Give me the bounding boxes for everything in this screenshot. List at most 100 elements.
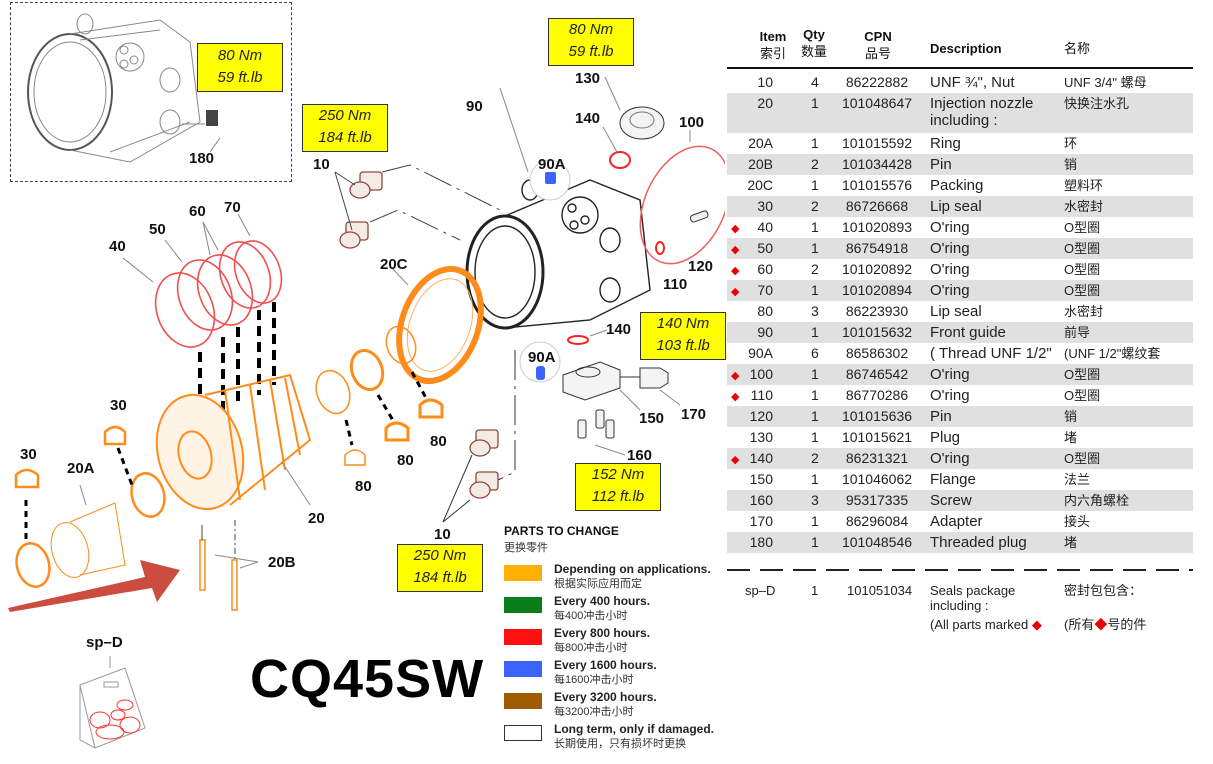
cell-item: 170 bbox=[749, 513, 773, 529]
callout-80-c: 80 bbox=[430, 433, 447, 450]
callout-130: 130 bbox=[575, 70, 601, 87]
callout-30-upper: 30 bbox=[110, 397, 127, 414]
callout-90a-top: 90A bbox=[538, 156, 566, 173]
cell-cpn: 101015636 bbox=[841, 408, 913, 424]
red-diamond-marker-icon: ◆ bbox=[731, 454, 740, 466]
cell-item: 90A bbox=[748, 345, 773, 361]
callout-sp-d: sp–D bbox=[86, 634, 123, 651]
red-diamond-marker-icon: ◆ bbox=[1094, 617, 1108, 632]
legend-title-cn: 更换零件 bbox=[504, 542, 548, 554]
cell-desc: Pin bbox=[930, 156, 952, 173]
torque-ftlb: 59 ft.lb bbox=[217, 69, 263, 86]
legend-label-cn: 每3200冲击小时 bbox=[554, 706, 634, 718]
legend-label: Long term, only if damaged. bbox=[554, 722, 715, 736]
legend-item: Every 800 hours.每800冲击小时 bbox=[504, 626, 734, 656]
cell-desc: O'ring bbox=[930, 219, 970, 236]
note-text: (All parts marked bbox=[930, 617, 1029, 632]
cell-cpn: 86746542 bbox=[845, 366, 909, 382]
legend-color-swatch bbox=[504, 661, 542, 677]
cell-item: 40 bbox=[757, 219, 773, 235]
torque-nm: 250 Nm bbox=[413, 547, 467, 564]
cell-item: 100 bbox=[749, 366, 773, 382]
cell-cn: O型圈 bbox=[1064, 367, 1101, 382]
cell-qty: 3 bbox=[811, 303, 819, 319]
nut-10-top bbox=[339, 171, 383, 249]
cell-desc: Screw bbox=[930, 492, 972, 509]
torque-nm: 152 Nm bbox=[591, 466, 645, 483]
cell-desc: Adapter bbox=[930, 513, 983, 530]
cell-desc: O'ring bbox=[930, 240, 970, 257]
callout-170: 170 bbox=[681, 406, 707, 423]
legend-color-swatch bbox=[504, 693, 542, 709]
legend-item: Depending on applications.根据实际应用而定 bbox=[504, 562, 734, 592]
parts-drawing bbox=[8, 76, 725, 749]
red-diamond-marker-icon: ◆ bbox=[731, 265, 740, 277]
red-diamond-marker-icon: ◆ bbox=[731, 244, 740, 256]
legend-label-cn: 每800冲击小时 bbox=[554, 642, 628, 654]
cell-item: 160 bbox=[749, 492, 773, 508]
cell-item: 30 bbox=[757, 198, 773, 214]
callout-80-a: 80 bbox=[355, 478, 372, 495]
torque-nm: 140 Nm bbox=[656, 315, 710, 332]
front-head-detail-drawing bbox=[27, 13, 221, 163]
cell-cn: 密封包包含： bbox=[1064, 583, 1143, 598]
cell-cpn: 86586302 bbox=[845, 345, 909, 361]
callout-90: 90 bbox=[466, 98, 483, 115]
header-cpn: CPN 品号 bbox=[848, 28, 908, 62]
legend-title: PARTS TO CHANGE bbox=[504, 524, 619, 538]
cell-cn: 销 bbox=[1064, 157, 1078, 172]
cell-cn: 塑料环 bbox=[1064, 178, 1104, 193]
torque-ftlb: 59 ft.lb bbox=[568, 43, 614, 60]
cell-item: 150 bbox=[749, 471, 773, 487]
legend-label-cn: 根据实际应用而定 bbox=[554, 578, 642, 590]
torque-ftlb: 184 ft.lb bbox=[318, 129, 372, 146]
callout-50: 50 bbox=[149, 221, 166, 238]
callout-70: 70 bbox=[224, 199, 241, 216]
legend-item: Every 400 hours.每400冲击小时 bbox=[504, 594, 734, 624]
cell-cpn: 101048546 bbox=[841, 534, 913, 550]
cell-cn-line2: (所有◆号的件 bbox=[1064, 617, 1146, 633]
torque-label-250nm-bottom: 250 Nm 184 ft.lb bbox=[397, 544, 483, 592]
callout-80-b: 80 bbox=[397, 452, 414, 469]
red-diamond-marker-icon: ◆ bbox=[731, 370, 740, 382]
legend-label: Every 3200 hours. bbox=[554, 690, 657, 704]
cell-desc: Lip seal bbox=[930, 303, 982, 320]
cell-cpn: 86770286 bbox=[845, 387, 909, 403]
cell-cpn: 86296084 bbox=[845, 513, 909, 529]
cell-desc: O'ring bbox=[930, 366, 970, 383]
cell-desc: O'ring bbox=[930, 261, 970, 278]
cell-qty: 2 bbox=[811, 450, 819, 466]
legend-label: Every 400 hours. bbox=[554, 594, 651, 608]
cell-desc: Ring bbox=[930, 135, 961, 152]
legend-item: Every 3200 hours. 每3200冲击小时 bbox=[504, 690, 734, 720]
header-item-en: Item bbox=[759, 29, 787, 44]
cell-cn: O型圈 bbox=[1064, 283, 1101, 298]
cell-cn: O型圈 bbox=[1064, 241, 1101, 256]
cell-cn: (UNF 1/2"螺纹套 bbox=[1064, 346, 1161, 361]
cell-qty: 2 bbox=[811, 261, 819, 277]
callout-120: 120 bbox=[688, 258, 714, 275]
cell-cpn: 95317335 bbox=[845, 492, 909, 508]
legend-color-swatch bbox=[504, 565, 542, 581]
red-diamond-marker-icon: ◆ bbox=[1031, 617, 1042, 632]
cell-item: 80 bbox=[757, 303, 773, 319]
cell-desc: Seals package bbox=[930, 583, 1016, 598]
torque-ftlb: 112 ft.lb bbox=[591, 488, 645, 505]
cell-desc: Plug bbox=[930, 429, 961, 446]
cell-cpn: 101034428 bbox=[841, 156, 913, 172]
cell-item: 50 bbox=[757, 240, 773, 256]
cell-desc-line2: including : bbox=[930, 112, 998, 129]
cell-desc-line2: including : bbox=[930, 598, 989, 613]
cell-cn: 快换注水孔 bbox=[1064, 96, 1130, 111]
torque-nm: 80 Nm bbox=[568, 21, 614, 38]
cell-qty: 1 bbox=[811, 240, 819, 256]
detail-inset-box bbox=[10, 2, 292, 182]
torque-label-140nm: 140 Nm 103 ft.lb bbox=[640, 312, 726, 360]
